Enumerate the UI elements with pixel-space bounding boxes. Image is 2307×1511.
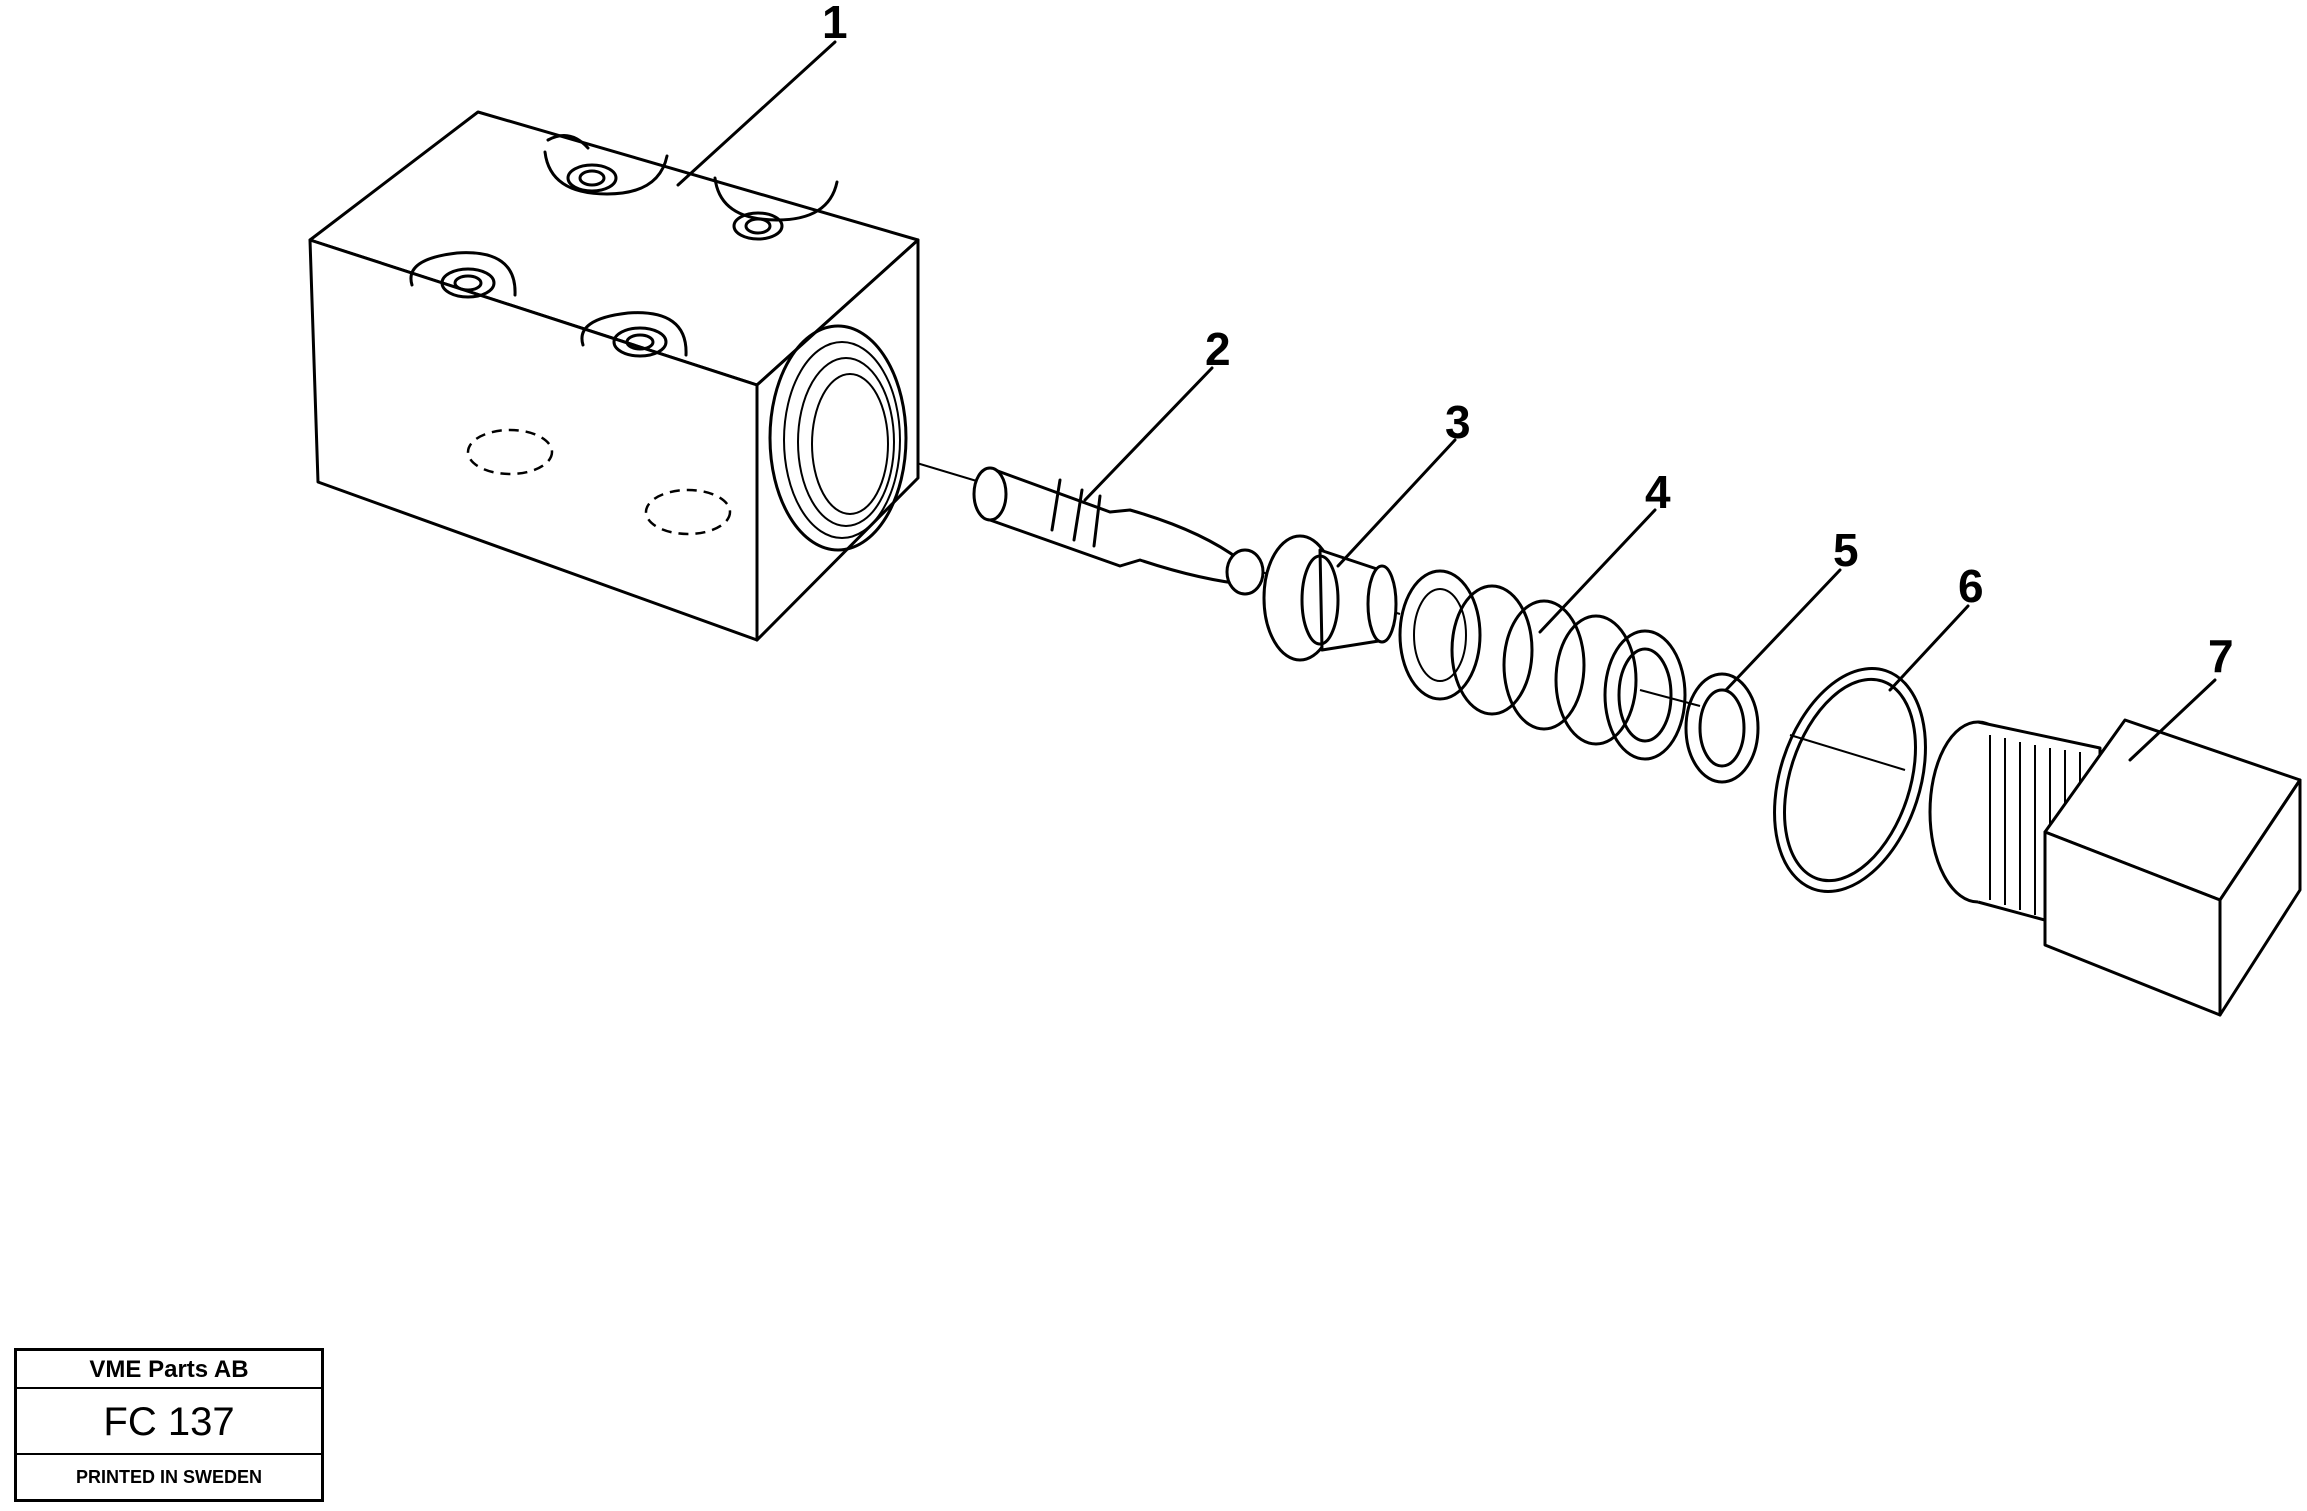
figure-code: FC 137 <box>17 1389 321 1455</box>
part-7-plug <box>1928 718 2302 1017</box>
part-3-valve-cone <box>1262 534 1398 662</box>
part-6-o-ring <box>1773 667 1927 893</box>
part-2-piston <box>972 466 1265 596</box>
company-name: VME Parts AB <box>17 1351 321 1389</box>
printed-note: PRINTED IN SWEDEN <box>75 1467 262 1487</box>
title-block: VME Parts AB FC 137 PRINTED IN SWEDEN <box>14 1348 324 1502</box>
callout-5: 5 <box>1833 524 1859 576</box>
callout-1: 1 <box>822 0 848 48</box>
callout-2: 2 <box>1205 323 1231 375</box>
callout-7: 7 <box>2208 630 2234 682</box>
part-5-washer <box>1684 672 1760 784</box>
part-1-valve-housing <box>308 110 920 642</box>
callout-4: 4 <box>1645 466 1671 518</box>
callout-3: 3 <box>1445 396 1471 448</box>
callout-6: 6 <box>1958 560 1984 612</box>
callout-leaders <box>676 40 2217 762</box>
part-4-spring <box>1398 569 1687 761</box>
